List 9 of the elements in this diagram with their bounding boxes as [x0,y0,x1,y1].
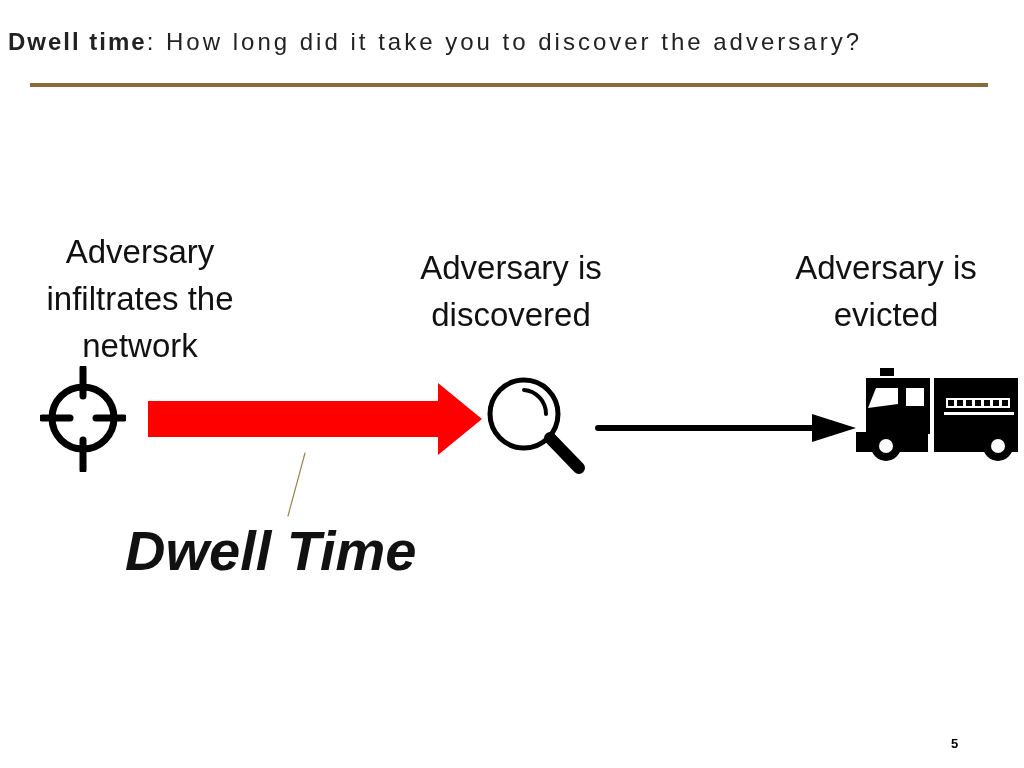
arrow [148,383,482,455]
dwell-time-label: Dwell Time [125,518,418,584]
arrow [595,414,856,442]
slide-title: Dwell time: How long did it take you to discover the adversary? [8,28,862,56]
step-caption: Adversary is evicted [794,248,978,335]
step-caption: Adversary is discovered [419,248,603,335]
step-caption: Adversary infiltrates the network [45,232,235,366]
leader-line [287,452,306,517]
page-number: 5 [951,736,959,751]
